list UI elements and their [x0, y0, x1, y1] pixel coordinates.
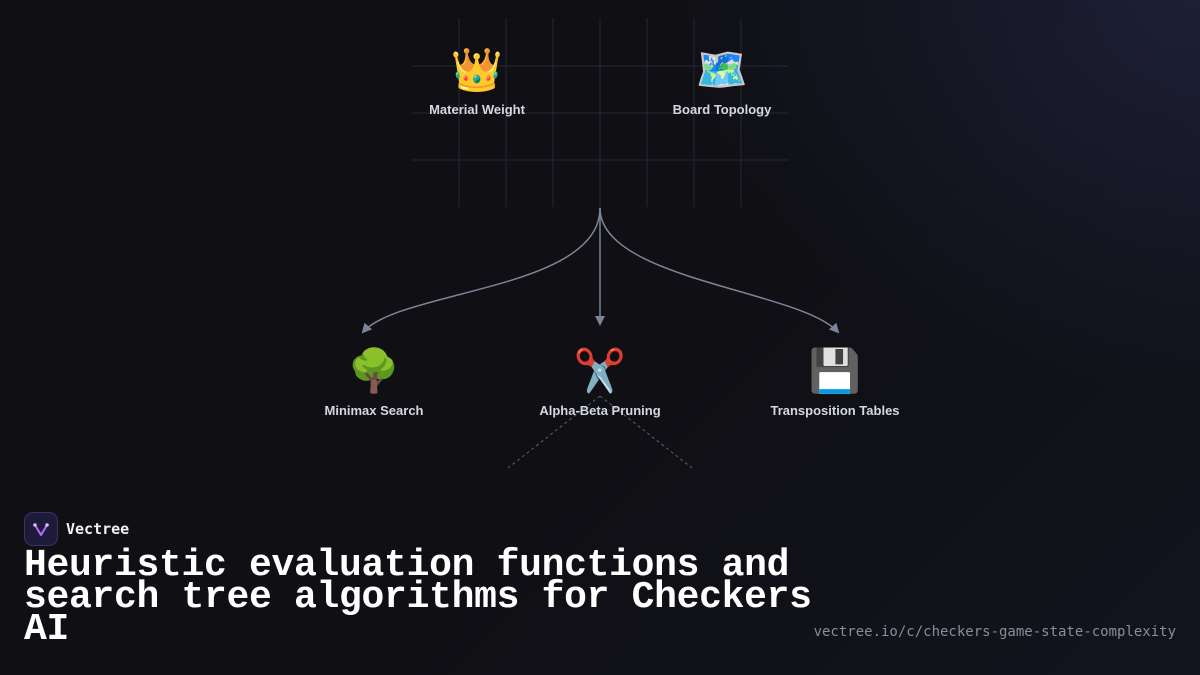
node-board-topology: 🗺️ Board Topology: [672, 45, 772, 118]
brand-name: Vectree: [66, 520, 130, 538]
node-label: Board Topology: [672, 102, 772, 117]
node-label: Minimax Search: [324, 403, 424, 418]
node-transposition-tables: 💾 Transposition Tables: [770, 346, 900, 419]
pruning-branches: [507, 395, 693, 469]
world-map-icon: 🗺️: [695, 45, 749, 94]
node-label: Material Weight: [429, 102, 525, 117]
node-alpha-beta-pruning: ✂️ Alpha-Beta Pruning: [539, 346, 661, 419]
tree-icon: 🌳: [347, 346, 401, 395]
vectree-logo-icon: [24, 512, 58, 546]
arrow-to-minimax-search: [361, 207, 601, 334]
node-label: Alpha-Beta Pruning: [539, 403, 661, 418]
connector-arrows: [361, 207, 840, 334]
brand: Vectree: [24, 512, 129, 546]
page-title: Heuristic evaluation functions and searc…: [24, 544, 812, 651]
source-url: vectree.io/c/checkers-game-state-complex…: [813, 624, 1176, 640]
crown-icon: 👑: [450, 45, 504, 94]
node-minimax-search: 🌳 Minimax Search: [324, 346, 424, 419]
node-label: Transposition Tables: [770, 403, 900, 418]
scissors-icon: ✂️: [573, 346, 627, 395]
arrow-to-transposition-tables: [599, 207, 840, 334]
node-material-weight: 👑 Material Weight: [429, 45, 525, 118]
board-grid: [412, 18, 788, 207]
floppy-disk-icon: 💾: [808, 346, 862, 395]
